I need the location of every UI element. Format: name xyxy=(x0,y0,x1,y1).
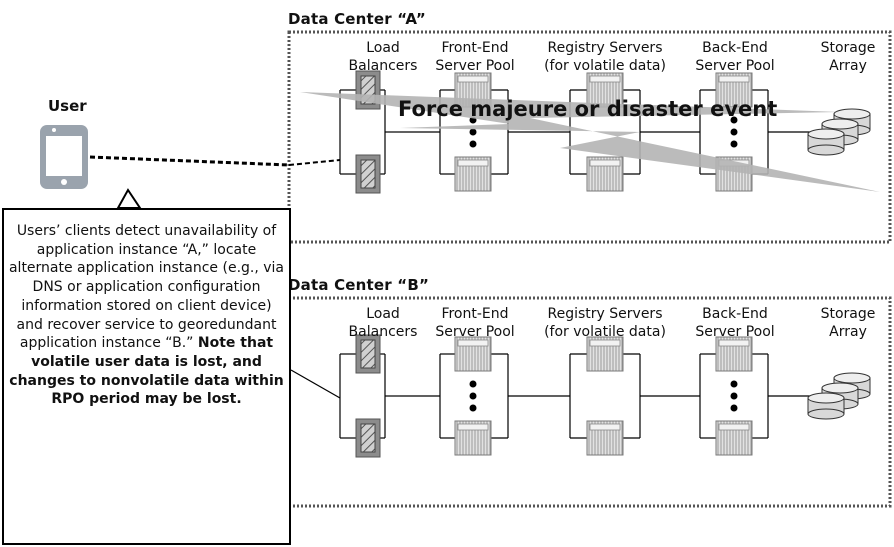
dc-b-backend-dot-1 xyxy=(730,392,738,400)
dc-a-frontend-server-2 xyxy=(454,156,492,192)
dc-a-storage-array-disk-top-2 xyxy=(807,128,845,140)
dc-a-column-label: Registry Servers (for volatile data) xyxy=(530,39,680,75)
disaster-lightning-icon xyxy=(300,92,880,192)
column-label-line: Registry Servers xyxy=(547,40,663,56)
dc-a-storage-array-disk-top-1 xyxy=(821,118,859,130)
dc-b-registry-server-2-panel xyxy=(589,423,621,431)
column-label-line: Back-End xyxy=(702,40,768,56)
dc-b-storage-array-disk-top-2 xyxy=(807,392,845,404)
dc-b-storage-array-disk-top-1 xyxy=(821,382,859,394)
dc-a-registry-server-2 xyxy=(586,156,624,192)
column-label-line: Front-End xyxy=(441,40,509,56)
dc-b-load-balancer-2 xyxy=(355,418,381,458)
dc-b-frontend-server-1-panel xyxy=(457,339,489,347)
dc-a-load-balancer-2-face xyxy=(360,159,376,189)
disaster-event-label: Force majeure or disaster event xyxy=(398,97,778,121)
dc-a-backend-dot-1 xyxy=(730,128,738,136)
dc-b-registry-server-1 xyxy=(586,336,624,372)
column-label-line: Server Pool xyxy=(435,58,515,74)
dc-b-load-balancer-1 xyxy=(355,334,381,374)
column-label-line: (for volatile data) xyxy=(544,324,666,340)
dc-b-registry-server-1-panel xyxy=(589,339,621,347)
failover-callout: Users’ clients detect unavailability of … xyxy=(2,208,291,545)
dc-a-registry-server-1 xyxy=(586,72,624,108)
column-label-line: Server Pool xyxy=(695,58,775,74)
user-connection-line xyxy=(89,155,290,167)
phone-camera xyxy=(52,128,56,132)
phone-screen xyxy=(46,136,82,176)
dc-b-backend-dot-2 xyxy=(730,404,738,412)
dc-a-frontend-server-1-panel xyxy=(457,75,489,83)
dc-b-column-label: Registry Servers (for volatile data) xyxy=(530,305,680,341)
dc-a-registry-server-1-panel xyxy=(589,75,621,83)
column-label-line: Back-End xyxy=(702,306,768,322)
user-label: User xyxy=(48,97,87,115)
callout-note: Note that volatile user data is lost, an… xyxy=(9,335,284,408)
dc-b-frontend-dot-1 xyxy=(469,392,477,400)
dc-b-storage-array xyxy=(807,372,871,420)
column-label-line: Front-End xyxy=(441,306,509,322)
dc-b-backend-server-1-panel xyxy=(718,339,750,347)
column-label-line: Balancers xyxy=(348,324,418,340)
column-label-line: Server Pool xyxy=(435,324,515,340)
column-label-line: Load xyxy=(366,40,400,56)
user-connection-line-inner xyxy=(288,159,341,166)
dc-b-frontend-dot-2 xyxy=(469,404,477,412)
dc-a-storage-array-disk-top-0 xyxy=(833,108,871,120)
column-label-line: Storage xyxy=(820,306,876,322)
dc-a-backend-server-1-panel xyxy=(718,75,750,83)
dc-a-backend-dot-0 xyxy=(730,116,738,124)
column-label-line: Server Pool xyxy=(695,324,775,340)
dc-a-backend-server-1 xyxy=(715,72,753,108)
dc-b-registry-server-2 xyxy=(586,420,624,456)
column-label-line: Load xyxy=(366,306,400,322)
dc-a-frontend-dot-1 xyxy=(469,128,477,136)
column-label-line: (for volatile data) xyxy=(544,58,666,74)
dc-b-backend-dot-0 xyxy=(730,380,738,388)
callout-pointer-dc-b xyxy=(290,369,341,399)
dc-a-frontend-server-2-panel xyxy=(457,159,489,167)
datacenter-b-title: Data Center “B” xyxy=(288,276,430,294)
dc-b-backend-server-2-panel xyxy=(718,423,750,431)
dc-a-registry-server-2-panel xyxy=(589,159,621,167)
dc-b-frontend-dot-0 xyxy=(469,380,477,388)
datacenter-a-box xyxy=(287,30,892,244)
dc-b-backend-server-1 xyxy=(715,336,753,372)
column-label-line: Array xyxy=(829,324,867,340)
dc-b-storage-array-disk-top-0 xyxy=(833,372,871,384)
dc-b-frontend-server-1 xyxy=(454,336,492,372)
callout-pointer-user xyxy=(116,188,142,209)
dc-b-frontend-server-2 xyxy=(454,420,492,456)
callout-text: Users’ clients detect unavailability of … xyxy=(8,223,285,352)
dc-b-frontend-server-2-panel xyxy=(457,423,489,431)
column-label-line: Registry Servers xyxy=(547,306,663,322)
phone-icon xyxy=(40,125,88,189)
dc-a-frontend-dot-2 xyxy=(469,140,477,148)
column-label-line: Storage xyxy=(820,40,876,56)
dc-b-load-balancer-1-face xyxy=(360,339,376,369)
column-label-line: Balancers xyxy=(348,58,418,74)
column-label-line: Array xyxy=(829,58,867,74)
dc-b-backend-server-2 xyxy=(715,420,753,456)
dc-a-storage-array-disk-bottom-2 xyxy=(807,144,845,156)
dc-b-load-balancer-2-face xyxy=(360,423,376,453)
dc-a-load-balancer-2 xyxy=(355,154,381,194)
datacenter-a-title: Data Center “A” xyxy=(288,10,426,28)
phone-button xyxy=(61,179,67,185)
dc-a-storage-array xyxy=(807,108,871,156)
dc-b-storage-array-disk-bottom-2 xyxy=(807,408,845,420)
dc-a-backend-dot-2 xyxy=(730,140,738,148)
